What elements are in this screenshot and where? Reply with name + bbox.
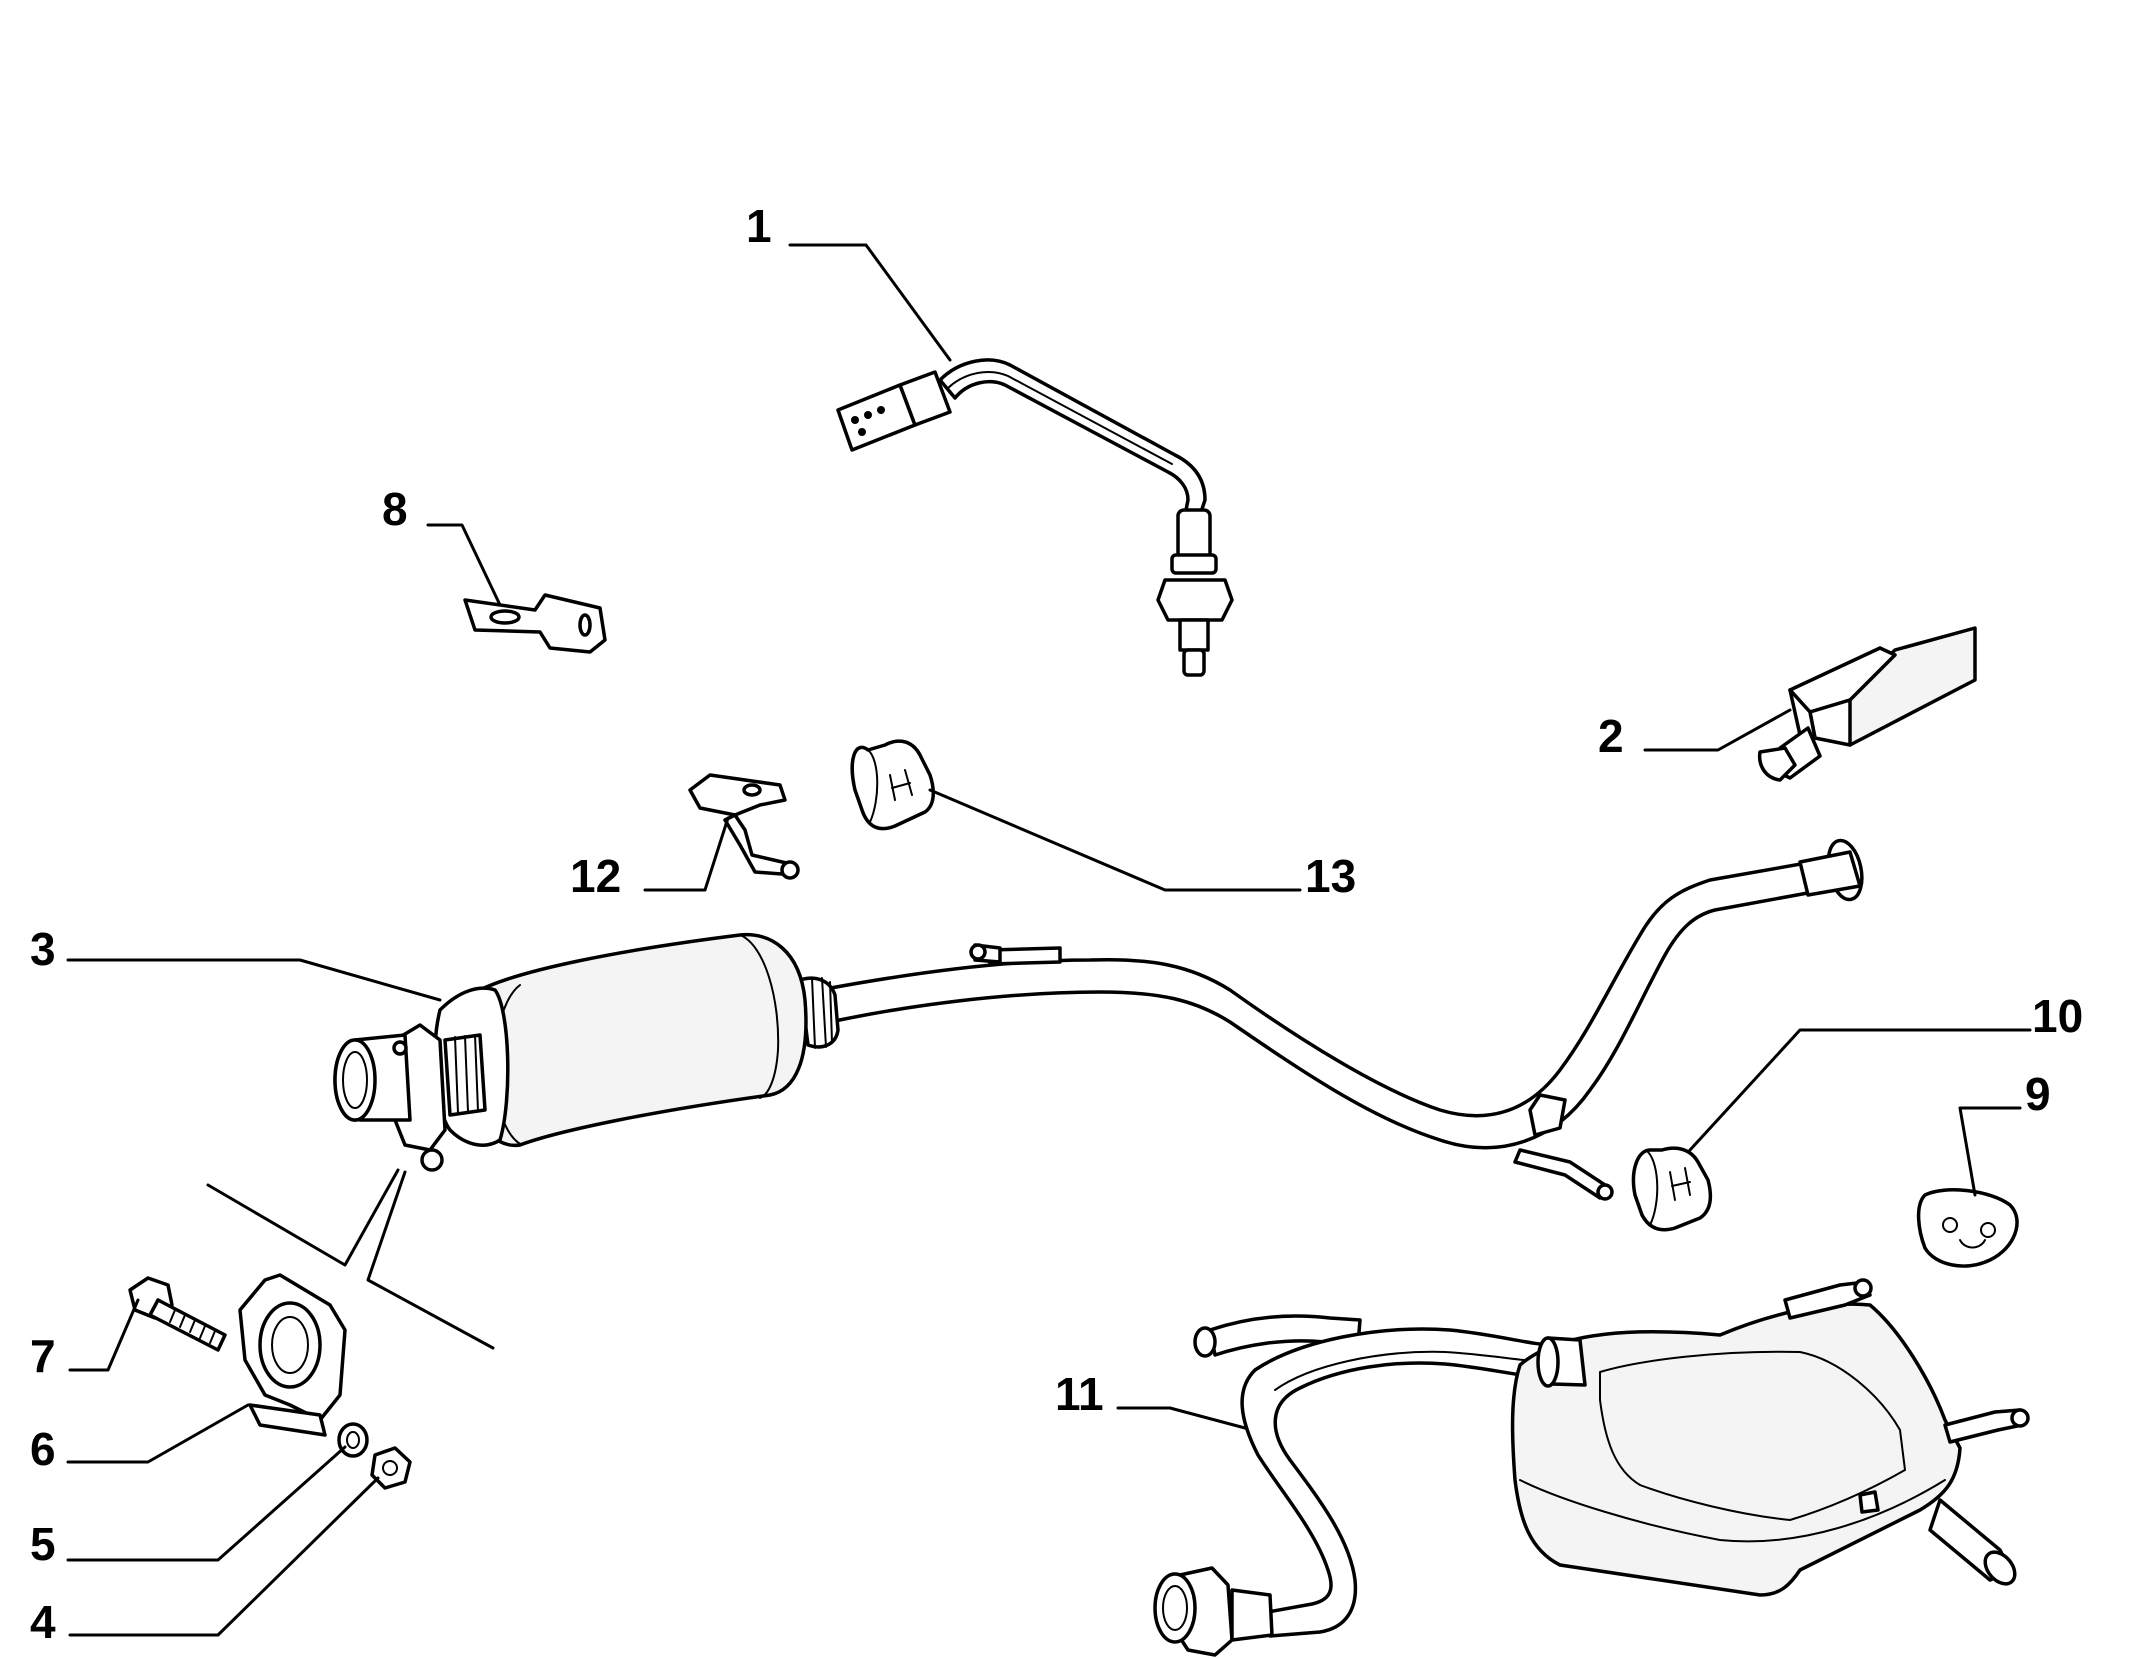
assembly-line-b bbox=[366, 1170, 495, 1350]
part-2-heat-shield[interactable] bbox=[1757, 626, 1977, 782]
callout-8: 8 bbox=[382, 483, 408, 535]
callout-12: 12 bbox=[570, 850, 621, 902]
part-5-washer[interactable] bbox=[337, 1422, 369, 1458]
callout-4: 4 bbox=[30, 1596, 56, 1648]
leader-1 bbox=[788, 243, 952, 362]
part-6-flange-plate[interactable] bbox=[238, 1273, 347, 1437]
part-9-rubber-pad[interactable] bbox=[1916, 1188, 2019, 1268]
part-1-oxygen-sensor[interactable] bbox=[836, 358, 1234, 677]
leader-7 bbox=[68, 1298, 140, 1372]
part-13-rubber-mount[interactable] bbox=[850, 739, 936, 831]
part-4-nut[interactable] bbox=[370, 1446, 412, 1490]
leader-13 bbox=[928, 788, 1302, 892]
leader-2 bbox=[1643, 708, 1792, 752]
callout-13: 13 bbox=[1305, 850, 1356, 902]
leader-lines bbox=[66, 243, 2032, 1637]
callout-7: 7 bbox=[30, 1330, 56, 1382]
leader-3 bbox=[66, 958, 442, 1002]
part-10-rubber-mount[interactable] bbox=[1631, 1146, 1713, 1232]
leader-9 bbox=[1958, 1106, 2022, 1197]
leader-11 bbox=[1116, 1406, 1247, 1430]
part-12-hanger-bracket[interactable] bbox=[688, 773, 800, 880]
callout-11: 11 bbox=[1055, 1368, 1104, 1420]
callout-labels: 1 2 3 4 5 6 7 8 9 10 11 12 13 bbox=[30, 200, 2083, 1648]
leader-4 bbox=[68, 1476, 380, 1637]
part-7-bolt[interactable] bbox=[128, 1276, 227, 1352]
leader-10 bbox=[1688, 1028, 2032, 1152]
callout-2: 2 bbox=[1598, 710, 1624, 762]
leader-5 bbox=[66, 1445, 347, 1562]
leader-8 bbox=[426, 523, 502, 607]
callout-6: 6 bbox=[30, 1423, 56, 1475]
leader-12 bbox=[643, 816, 730, 892]
callout-9: 9 bbox=[2025, 1068, 2051, 1120]
callout-1: 1 bbox=[746, 200, 772, 252]
callout-3: 3 bbox=[30, 923, 56, 975]
part-8-bracket[interactable] bbox=[463, 593, 607, 654]
leader-6 bbox=[66, 1403, 250, 1464]
part-11-rear-muffler[interactable] bbox=[1153, 1278, 2030, 1657]
assembly-line-a bbox=[206, 1168, 400, 1267]
callout-5: 5 bbox=[30, 1518, 56, 1570]
callout-10: 10 bbox=[2032, 990, 2083, 1042]
part-3-catalytic-converter-pipe[interactable] bbox=[333, 837, 1867, 1201]
